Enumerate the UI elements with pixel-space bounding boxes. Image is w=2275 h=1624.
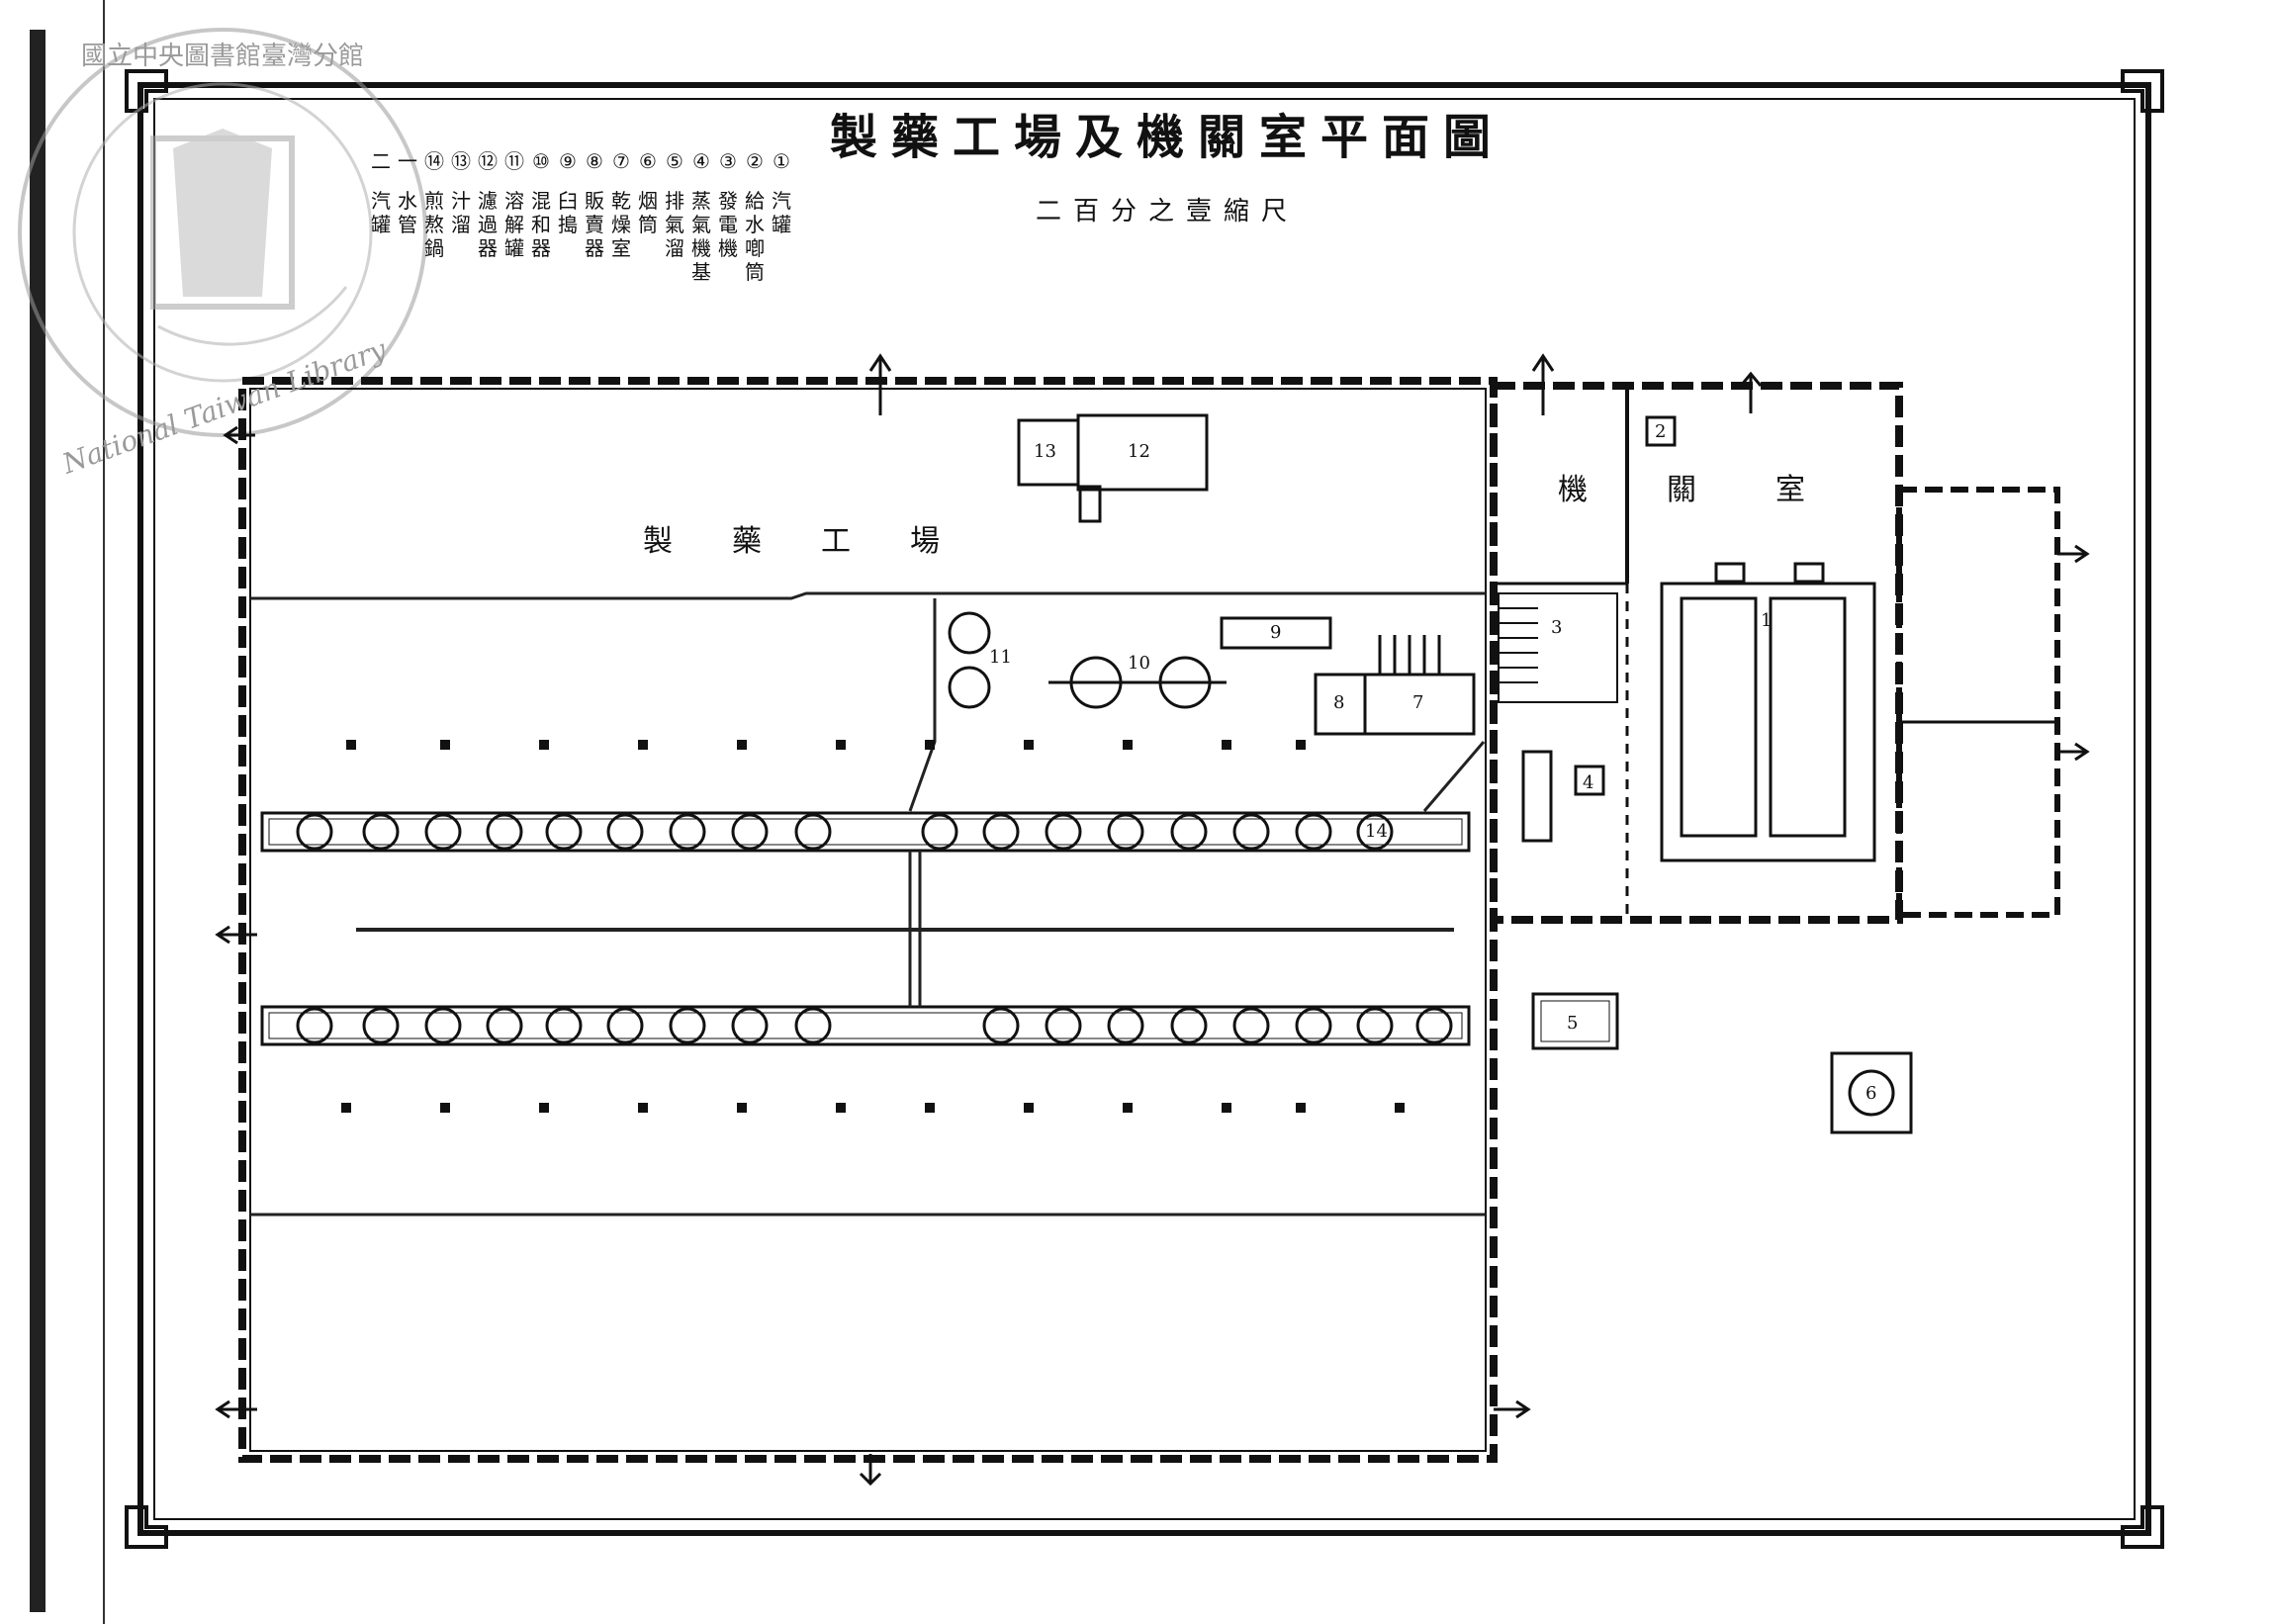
legend-number: ① xyxy=(773,149,790,173)
legend-item: ⑪ 溶解罐 xyxy=(504,149,524,260)
legend-text: 給水喞筒 xyxy=(745,189,765,284)
legend-item: ③ 發電機 xyxy=(718,149,738,260)
legend-item: 一水管 xyxy=(398,149,417,236)
tank-row-lower xyxy=(260,1005,1471,1046)
legend-number: ② xyxy=(746,149,764,173)
marker-10: 10 xyxy=(1128,653,1150,674)
legend-text: 汽罐 xyxy=(371,189,391,236)
legend-text: 販賣器 xyxy=(585,189,604,260)
marker-labels: 1 2 3 4 5 6 7 8 9 10 11 12 13 14 xyxy=(989,421,1876,1104)
legend: ① 汽罐 ② 給水喞筒 ③ 發電機 ④ 蒸氣機基 ⑤ 排氣溜 ⑥ 烟筒 ⑦ 乾燥室 ⑧ 販賣器 ⑨ 臼搗 ⑩ 混和器 ⑪… xyxy=(371,149,791,284)
legend-text: 汽罐 xyxy=(772,189,791,236)
outer-frame xyxy=(125,69,2164,1549)
marker-7: 7 xyxy=(1412,692,1423,713)
legend-text: 發電機 xyxy=(718,189,738,260)
legend-text: 濾過器 xyxy=(478,189,498,260)
marker-11: 11 xyxy=(989,647,1012,668)
engine-room-wall xyxy=(1490,382,2060,924)
marker-4: 4 xyxy=(1583,772,1593,793)
legend-number: ⑦ xyxy=(612,149,630,173)
drawing-title: 製藥工場及機關室平面圖 xyxy=(830,110,1504,165)
legend-text: 混和器 xyxy=(531,189,551,260)
legend-number: ⑪ xyxy=(504,149,524,173)
legend-item: 二汽罐 xyxy=(371,149,391,236)
equipment-7-8 xyxy=(1314,635,1476,736)
equipment-3-stairs xyxy=(1498,592,1618,703)
marker-5: 5 xyxy=(1567,1013,1578,1034)
marker-12: 12 xyxy=(1128,441,1150,462)
legend-item: ⑧ 販賣器 xyxy=(585,149,604,260)
factory-partitions xyxy=(250,591,1486,1217)
legend-item: ⑬ 汁溜 xyxy=(451,149,471,236)
legend-item: ⑤ 排氣溜 xyxy=(665,149,684,260)
marker-2: 2 xyxy=(1655,421,1666,442)
legend-item: ① 汽罐 xyxy=(772,149,791,236)
seal-text-top: 國立中央圖書館臺灣分館 xyxy=(81,42,364,71)
legend-text: 乾燥室 xyxy=(611,189,631,260)
door-arrows xyxy=(215,353,2090,1487)
legend-number: ⑥ xyxy=(639,149,657,173)
legend-number: 一 xyxy=(398,149,417,173)
marker-8: 8 xyxy=(1333,692,1344,713)
legend-text: 蒸氣機基 xyxy=(691,189,711,284)
room-label-engine: 機關室 xyxy=(1558,473,1884,507)
tank-row-upper xyxy=(260,811,1471,853)
equipment-10 xyxy=(1048,656,1227,709)
legend-number: ⑫ xyxy=(478,149,498,173)
legend-number: ⑧ xyxy=(586,149,603,173)
legend-item: ⑨ 臼搗 xyxy=(558,149,578,236)
marker-9: 9 xyxy=(1270,622,1281,643)
equipment-9 xyxy=(1220,616,1332,650)
seal-text-bottom: National Taiwan Library xyxy=(57,332,392,481)
legend-text: 煎熬鍋 xyxy=(424,189,444,260)
marker-13: 13 xyxy=(1034,441,1056,462)
marker-6: 6 xyxy=(1866,1083,1876,1104)
library-seal xyxy=(18,28,427,437)
binding-strip xyxy=(30,30,46,1612)
trough-connectors xyxy=(908,851,922,1007)
legend-number: 二 xyxy=(371,149,391,173)
legend-number: ④ xyxy=(692,149,710,173)
marker-1: 1 xyxy=(1761,610,1772,631)
legend-text: 烟筒 xyxy=(638,189,658,236)
legend-item: ② 給水喞筒 xyxy=(745,149,765,284)
legend-item: ⑥ 烟筒 xyxy=(638,149,658,236)
legend-text: 水管 xyxy=(398,189,417,236)
equipment-1-boiler xyxy=(1660,562,1876,862)
legend-item: ⑫ 濾過器 xyxy=(478,149,498,260)
equipment-12-13 xyxy=(1017,413,1209,523)
legend-item: ⑭ 煎熬鍋 xyxy=(424,149,444,260)
equipment-4 xyxy=(1521,750,1605,843)
marker-14: 14 xyxy=(1365,821,1388,842)
equipment-2 xyxy=(1645,415,1677,447)
legend-text: 臼搗 xyxy=(558,189,578,236)
legend-number: ③ xyxy=(719,149,737,173)
legend-item: ④ 蒸氣機基 xyxy=(691,149,711,284)
legend-item: ⑦ 乾燥室 xyxy=(611,149,631,260)
columns-lower xyxy=(341,1103,1405,1113)
legend-number: ⑭ xyxy=(424,149,444,173)
marker-3: 3 xyxy=(1551,617,1562,638)
equipment-6-chimney xyxy=(1830,1051,1913,1134)
legend-number: ⑤ xyxy=(666,149,683,173)
legend-number: ⑨ xyxy=(559,149,577,173)
columns-upper xyxy=(346,740,1306,750)
scale-note: 二百分之壹縮尺 xyxy=(1036,197,1299,226)
legend-text: 排氣溜 xyxy=(665,189,684,260)
legend-item: ⑩ 混和器 xyxy=(531,149,551,260)
equipment-11 xyxy=(948,611,991,709)
legend-text: 汁溜 xyxy=(451,189,471,236)
room-label-factory: 製藥工場 xyxy=(643,524,999,559)
equipment-5 xyxy=(1531,992,1619,1050)
legend-number: ⑩ xyxy=(532,149,550,173)
legend-text: 溶解罐 xyxy=(504,189,524,260)
legend-number: ⑬ xyxy=(451,149,471,173)
